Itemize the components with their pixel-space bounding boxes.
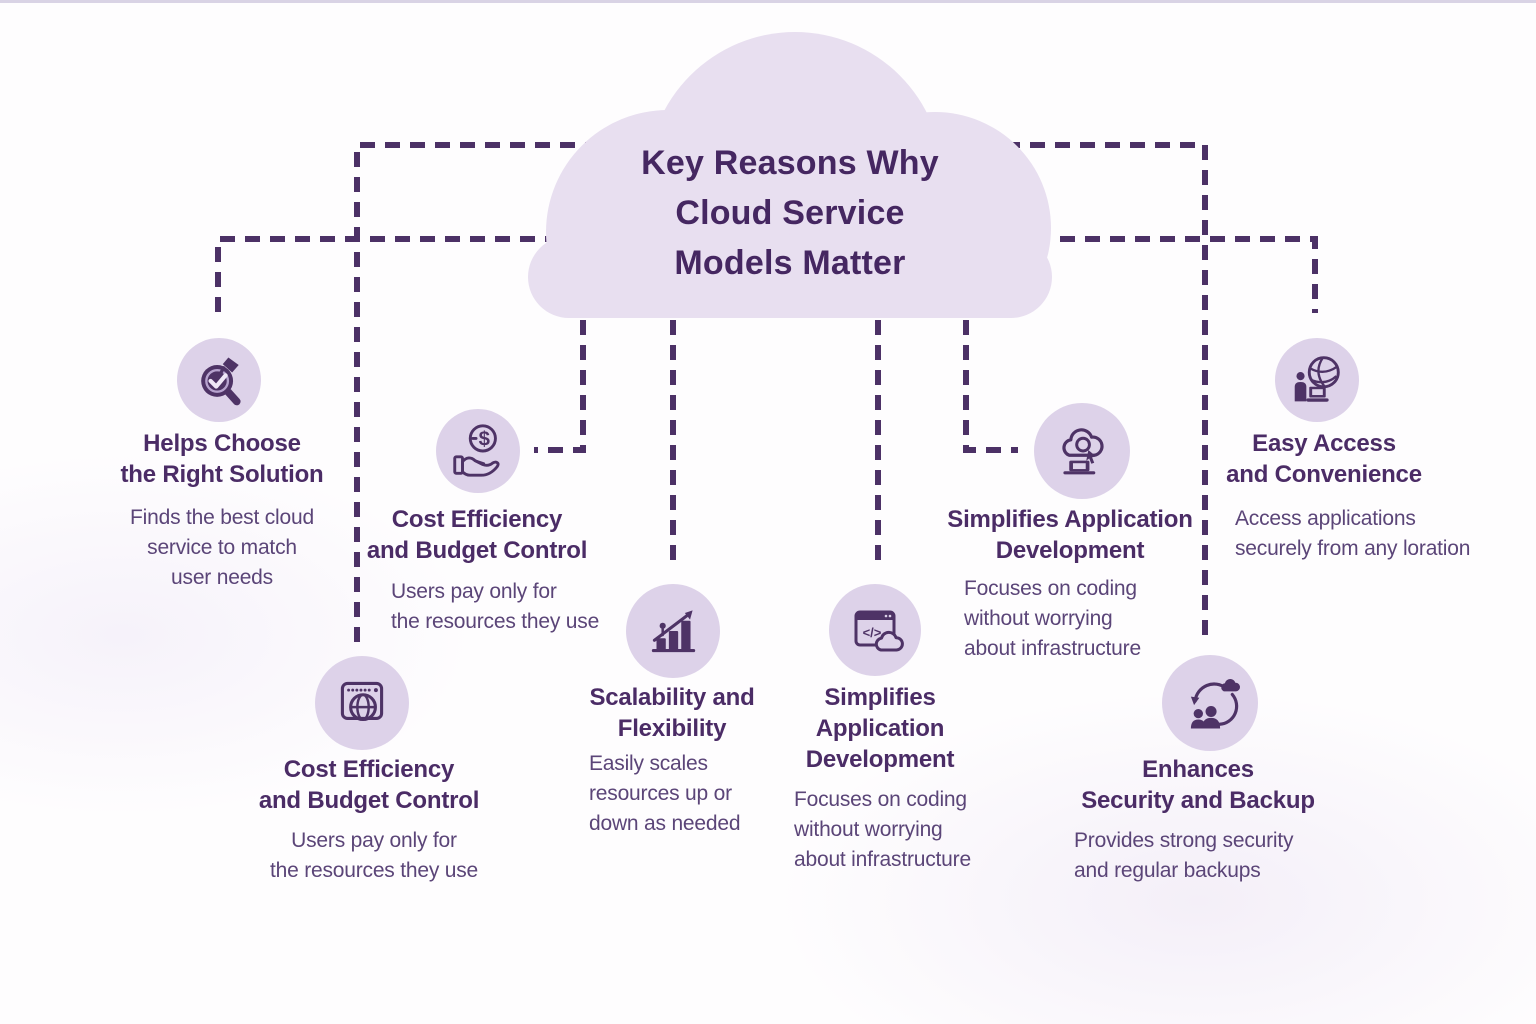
browser-globe-icon — [315, 656, 409, 750]
reason-desc: Easily scales resources up or down as ne… — [589, 752, 741, 835]
reason-title: Enhances Security and Backup — [1081, 756, 1315, 814]
dollar-hand-icon: $ — [436, 409, 520, 493]
reason-title: Cost Efficiency and Budget Control — [366, 506, 588, 564]
reason-desc: Users pay only for the resources they us… — [269, 829, 479, 882]
reason-title: Scalability and Flexibility — [589, 684, 755, 742]
reason-desc: Users pay only for the resources they us… — [391, 580, 600, 633]
top-edge-strip — [0, 0, 1536, 3]
svg-text:$: $ — [479, 429, 491, 451]
reason-title: Cost Efficiency and Budget Control — [258, 756, 480, 814]
dashed-connector-left-inner — [215, 236, 560, 319]
svg-text:</>: </> — [863, 625, 882, 640]
cloud-search-icon — [1034, 403, 1130, 499]
people-sync-icon — [1162, 655, 1258, 751]
reason-title: Simplifies Application Development — [947, 506, 1193, 564]
cloud-shape — [528, 32, 1052, 318]
reason-desc: Finds the best cloud service to match us… — [130, 506, 314, 589]
reason-desc: Provides strong security and regular bac… — [1074, 829, 1294, 882]
code-window-icon: </> — [829, 584, 921, 676]
dashed-connector-right-inner — [1010, 236, 1318, 313]
reason-title: Easy Access and Convenience — [1226, 430, 1422, 488]
reason-desc: Access applications securely from any lo… — [1235, 507, 1471, 560]
reason-title: Helps Choose the Right Solution — [120, 430, 324, 488]
reason-title: Simplifies Application Development — [805, 684, 955, 773]
globe-user-icon — [1275, 338, 1359, 422]
reason-desc: Focuses on coding without worrying about… — [964, 577, 1141, 660]
dashed-connector-simplifies-right — [963, 295, 1018, 453]
growth-chart-icon — [626, 584, 720, 678]
infographic-title: Key Reasons Why Cloud Service Models Mat… — [641, 144, 939, 282]
dashed-connector-right-outer — [980, 142, 1208, 643]
target-check-icon — [177, 338, 261, 422]
dashed-connector-cost-top — [534, 295, 586, 453]
reason-desc: Focuses on coding without worrying about… — [794, 788, 971, 871]
